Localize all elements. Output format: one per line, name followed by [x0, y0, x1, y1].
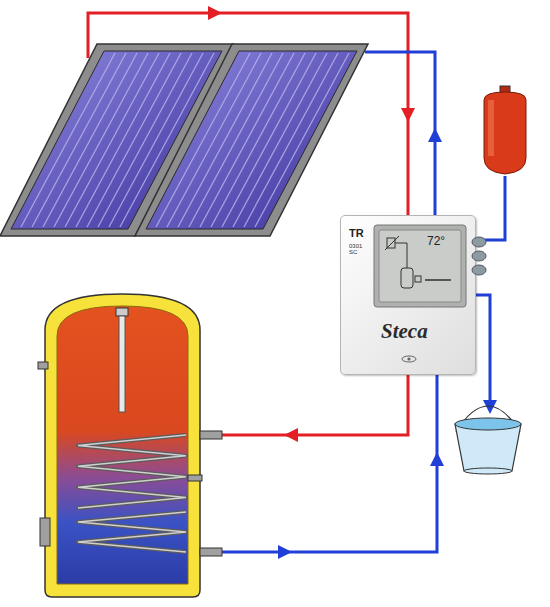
control-button — [472, 237, 486, 247]
control-button — [472, 251, 486, 261]
controller-unit: TR 0301 SC 72° Steca — [340, 215, 476, 375]
pipe-stub — [200, 548, 222, 556]
brand-logo: Steca — [381, 320, 461, 342]
flow-arrow — [401, 108, 415, 122]
display-reading: 72° — [427, 235, 461, 248]
flow-arrow — [428, 128, 442, 142]
pipe — [476, 176, 505, 240]
controller-face — [341, 216, 489, 376]
pipe-stub — [200, 431, 222, 439]
pipe — [88, 13, 408, 215]
flow-arrow — [430, 452, 444, 466]
heat-exchanger-coil — [78, 512, 186, 552]
storage-tank — [38, 294, 222, 597]
model-name: TR — [349, 228, 373, 240]
expansion-vessel — [484, 86, 526, 174]
control-button — [472, 265, 486, 275]
pipe — [365, 52, 435, 215]
pipe — [222, 375, 408, 435]
model-number: 0301 SC — [349, 243, 369, 256]
drain-bucket — [455, 406, 521, 474]
flow-arrow — [208, 6, 222, 20]
heat-exchanger-coil — [78, 435, 186, 508]
flow-arrow — [278, 545, 292, 559]
collector-panel — [135, 44, 368, 236]
pipe — [222, 375, 437, 552]
flow-arrow — [284, 428, 298, 442]
